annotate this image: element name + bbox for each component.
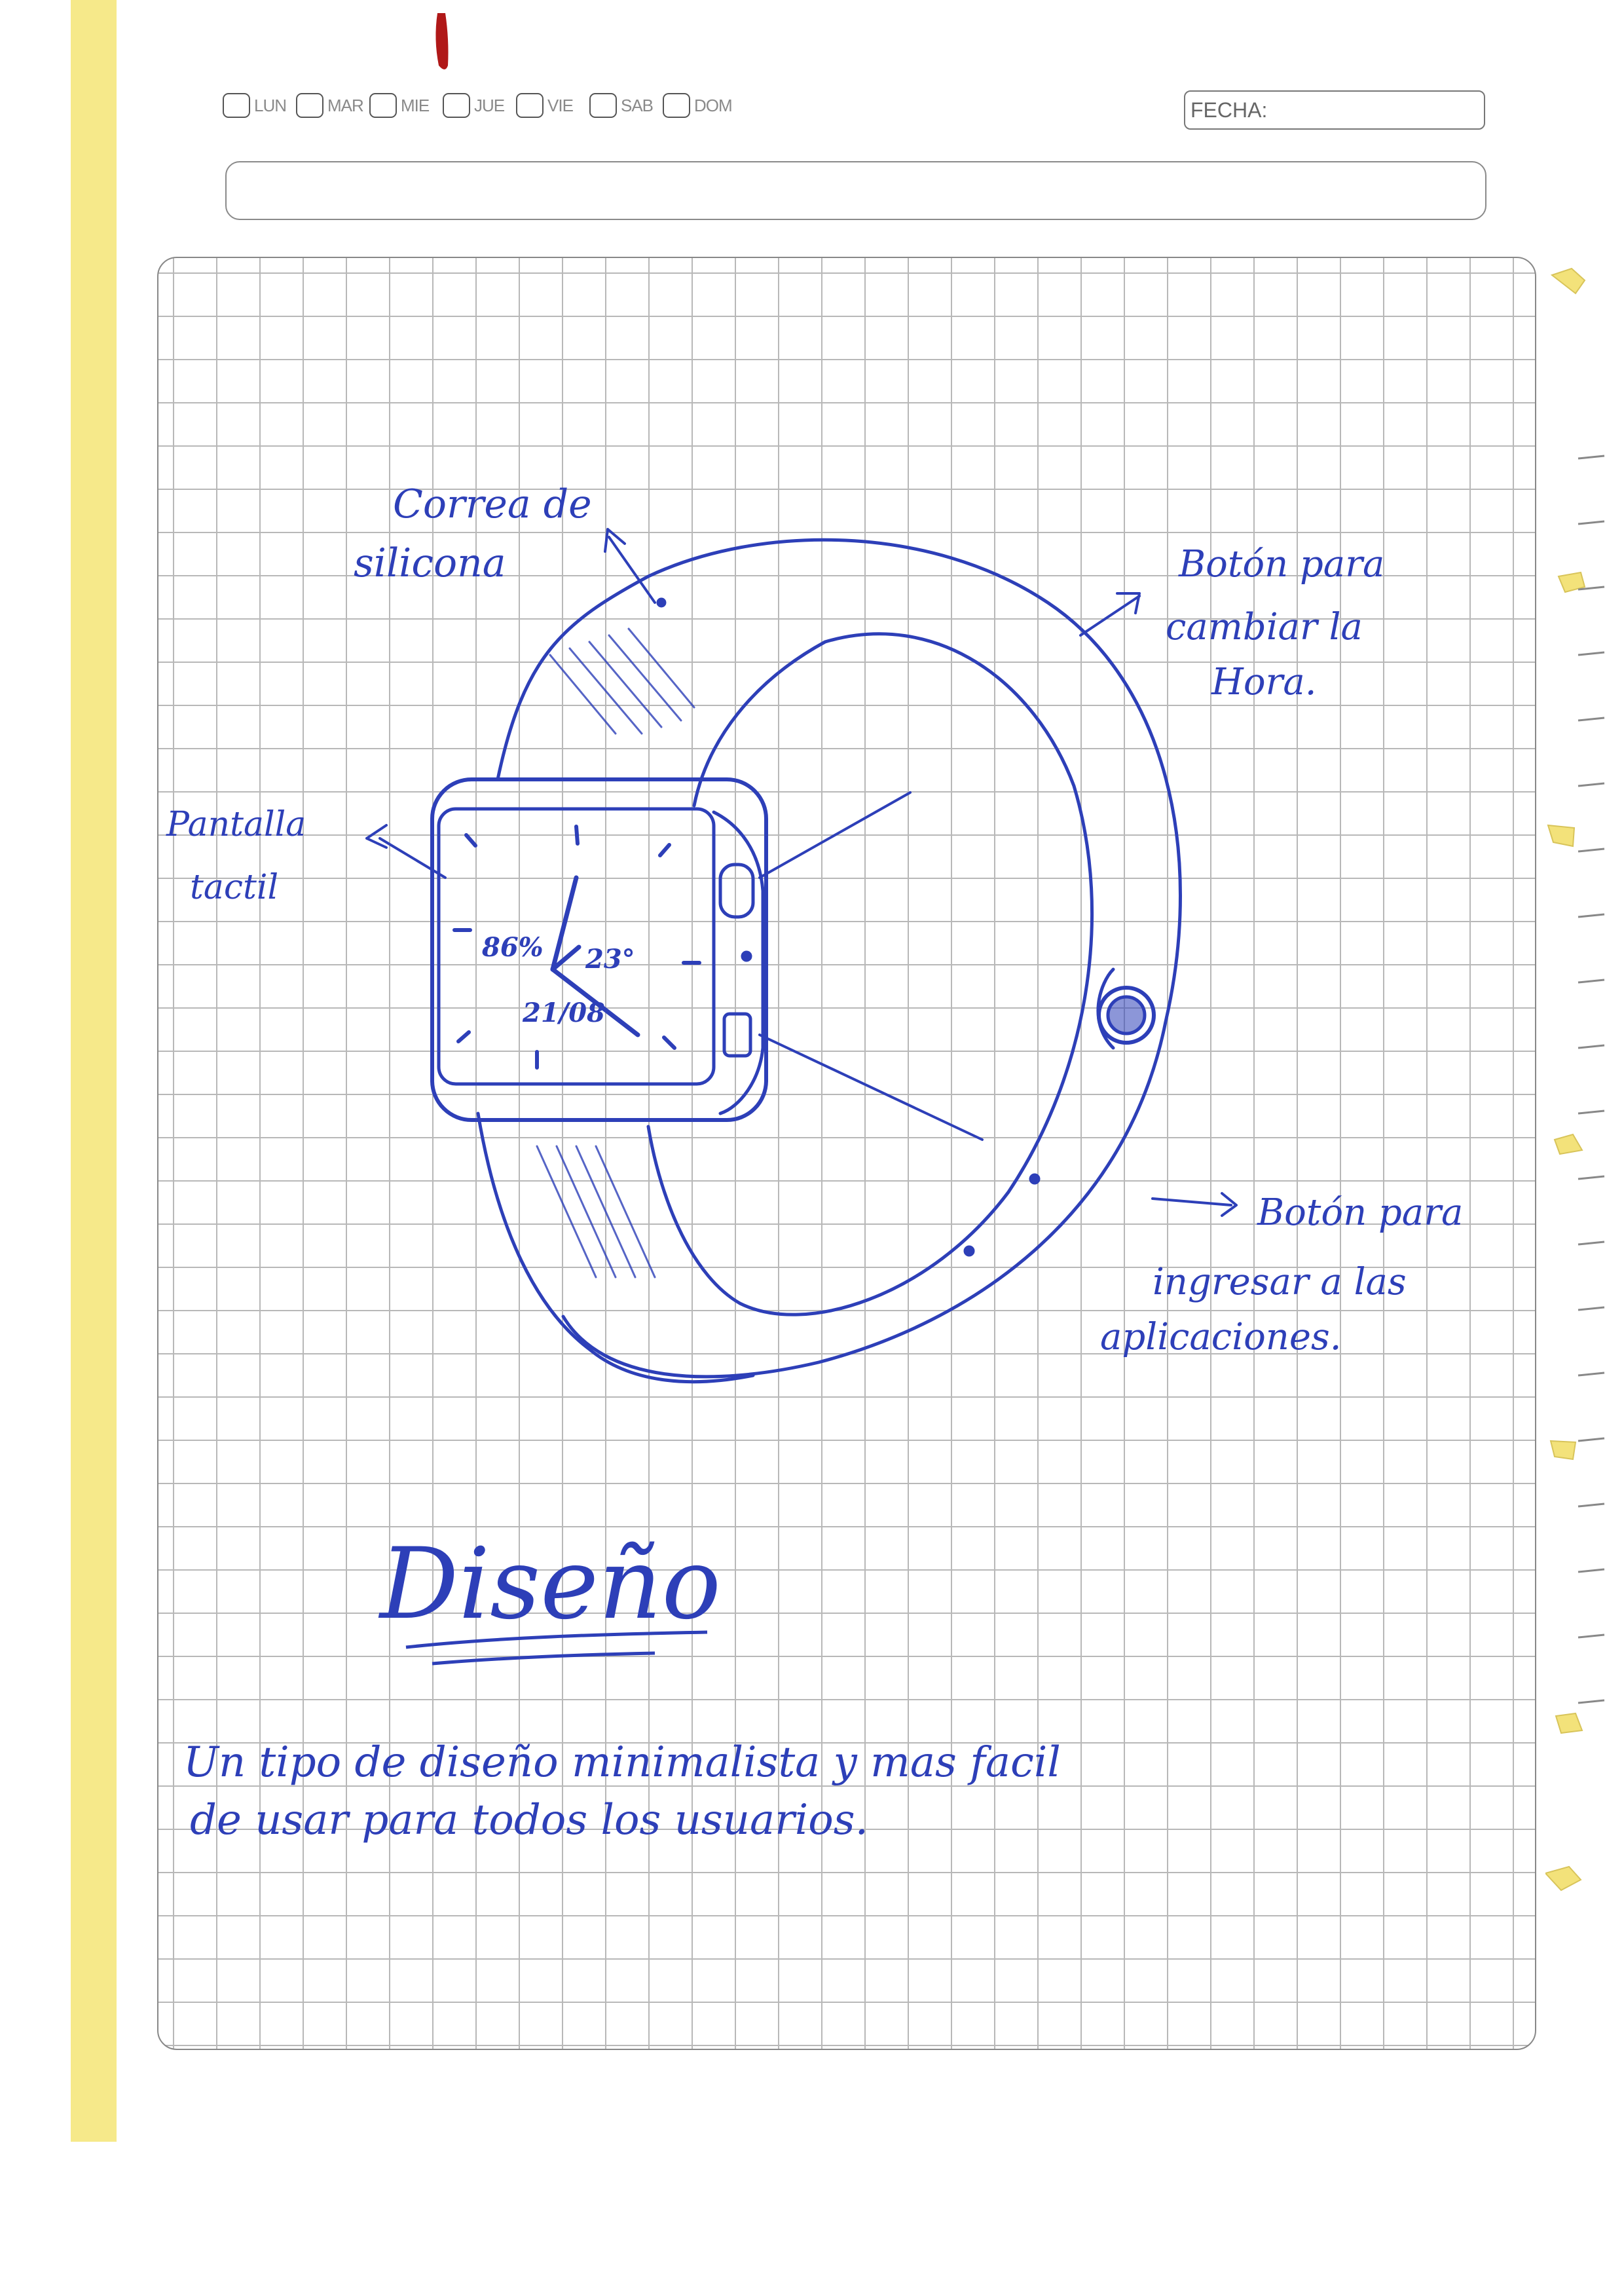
label-strap-1: Correa de [393,481,592,527]
label-time-button-1: Botón para [1178,543,1384,586]
label-apps-button-1: Botón para [1257,1191,1463,1234]
description-line-2: de usar para todos los usuarios. [190,1796,868,1844]
label-screen-2: tactil [190,868,278,907]
description-line-1: Un tipo de diseño minimalista y mas faci… [183,1738,1061,1787]
watch-temperature: 23° [585,944,635,975]
label-apps-button-3: aplicaciones. [1100,1316,1342,1358]
label-apps-button-2: ingresar a las [1153,1261,1407,1303]
label-time-button-3: Hora. [1211,661,1317,703]
page-heading: Diseño [378,1527,721,1641]
label-strap-2: silicona [354,540,506,586]
heading-block: Diseño [378,1527,721,1664]
sketch-labels: Correa de silicona Pantalla tactil Botón… [166,481,1463,1358]
label-time-button-2: cambiar la [1166,606,1363,648]
label-screen-1: Pantalla [166,805,306,844]
watch-date: 21/08 [522,998,605,1028]
watch-battery: 86% [481,932,544,963]
